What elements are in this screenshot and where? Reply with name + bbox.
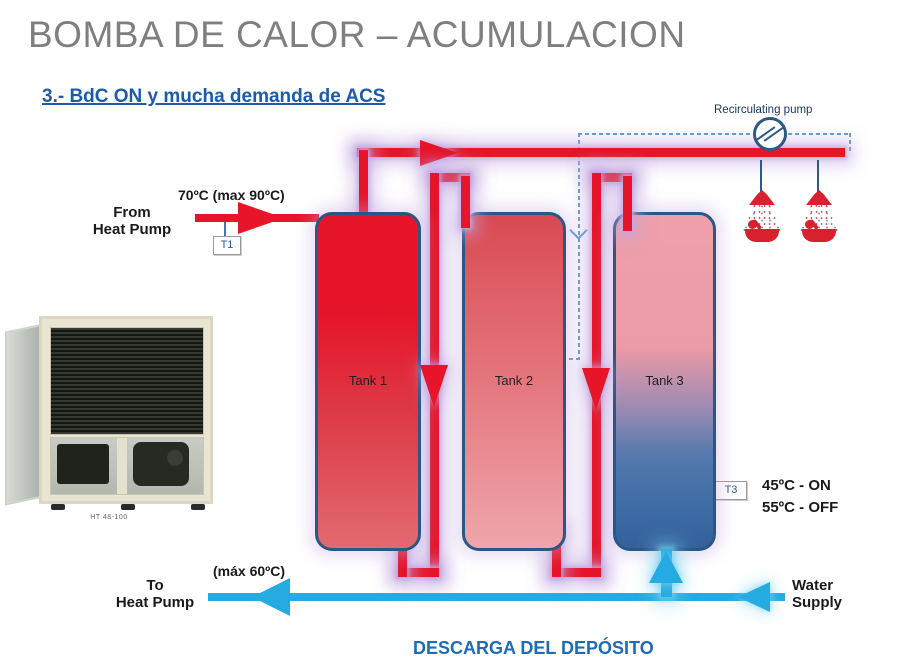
tank-1-label: Tank 1: [348, 373, 388, 388]
shower-2-icon: [799, 190, 839, 244]
footer-caption: DESCARGA DEL DEPÓSITO: [413, 638, 654, 658]
t1-sensor-box: T1: [213, 236, 241, 255]
cold-inlet-up-arrow-icon: [649, 551, 683, 583]
heat-pump-side-panel: [5, 324, 41, 506]
cascade1-bottom-pipe: [398, 568, 439, 577]
setpoint-off-label: 55ºC - OFF: [762, 499, 839, 516]
t3-sensor-box: T3: [715, 481, 747, 500]
cascade1-tank1-bottom-stub: [398, 531, 407, 577]
hot-manifold-pipe: [357, 148, 845, 157]
cascade2-bottom-pipe: [552, 568, 601, 577]
from-heat-pump-arrow-icon: [238, 202, 284, 234]
recirc-dash-top: [578, 133, 850, 135]
cascade1-down-arrow-icon: [420, 365, 448, 407]
cold-main-pipe: [208, 593, 785, 601]
setpoint-on-label: 45ºC - ON: [762, 477, 831, 494]
return-temp-label: (máx 60ºC): [213, 563, 286, 579]
cascade2-down-arrow-icon: [582, 368, 610, 410]
shower-2-stem: [817, 160, 819, 192]
page-title: BOMBA DE CALOR – ACUMULACION: [28, 14, 686, 55]
cascade1-tank2-top-stub: [461, 176, 470, 228]
tank-3-label: Tank 3: [645, 373, 684, 388]
tank1-outlet-riser: [359, 150, 368, 214]
tank-2-label: Tank 2: [494, 373, 534, 388]
recirc-dash-right: [849, 133, 851, 154]
tank-3: Tank 3: [613, 212, 716, 551]
heat-pump-photo: HT 48-100: [3, 312, 215, 524]
heat-pump-model-label: HT 48-100: [90, 514, 128, 521]
shower-1-stem: [760, 160, 762, 192]
hot-flow-right-arrow-icon: [420, 140, 458, 166]
cascade2-tank2-bottom-stub: [552, 531, 561, 577]
heat-pump-coil-grille: [50, 327, 204, 435]
water-supply-label: Water Supply: [792, 577, 843, 612]
supply-temp-label: 70ºC (max 90ºC): [178, 187, 285, 203]
tank-2: Tank 2: [462, 212, 566, 551]
cascade2-tank3-top-stub: [623, 176, 632, 231]
shower-1-icon: [742, 190, 782, 244]
recirc-pump-label: Recirculating pump: [714, 104, 813, 116]
t1-sensor-lead: [224, 222, 226, 237]
recirc-dash-into-tank2: [562, 358, 580, 360]
tank-1: Tank 1: [315, 212, 421, 551]
heat-pump-front-panel: [39, 316, 213, 504]
cascade2-top-pipe: [592, 173, 632, 182]
cascade1-top-pipe: [430, 173, 470, 182]
heat-pump-machinery-bay: [50, 437, 204, 495]
slide-subtitle: 3.- BdC ON y mucha demanda de ACS: [42, 86, 386, 107]
recirc-dash-down: [578, 133, 580, 359]
to-heat-pump-label: To Heat Pump: [115, 577, 195, 612]
to-heat-pump-arrow-icon: [252, 578, 290, 616]
water-supply-arrow-icon: [738, 582, 770, 612]
recirculating-pump-icon: [753, 117, 787, 151]
from-heat-pump-label: From Heat Pump: [92, 204, 172, 239]
recirc-dash-arrow-icon: [569, 221, 588, 240]
